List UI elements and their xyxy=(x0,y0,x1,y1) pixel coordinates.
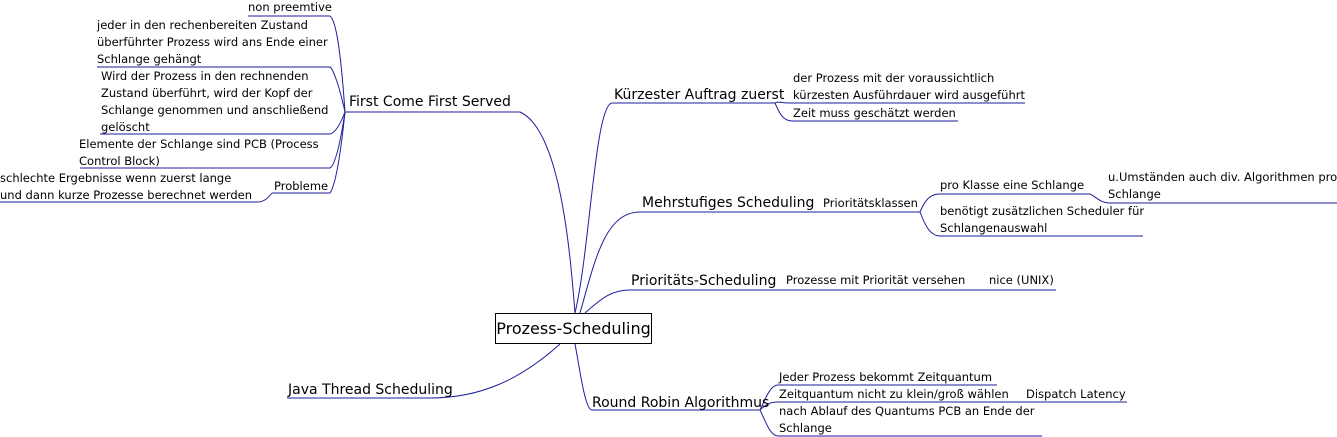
fcfs-note-pcb[interactable]: Elemente der Schlange sind PCB (Process … xyxy=(79,137,319,168)
round-robin-node[interactable]: Round Robin Algorithmus xyxy=(592,395,770,411)
root-node[interactable]: Prozess-Scheduling xyxy=(495,313,652,344)
nice-unix-note[interactable]: nice (UNIX) xyxy=(989,273,1054,287)
priority-scheduling-node[interactable]: Prioritäts-Scheduling xyxy=(631,273,777,289)
priority-note[interactable]: Prozesse mit Priorität versehen xyxy=(786,273,966,287)
dispatch-latency-note[interactable]: Dispatch Latency xyxy=(1026,387,1126,401)
per-class-algorithms-note[interactable]: u.Umständen auch div. Algorithmen pro Sc… xyxy=(1108,170,1337,201)
per-class-queue-node[interactable]: pro Klasse eine Schlange xyxy=(940,178,1085,192)
fcfs-note-running[interactable]: Wird der Prozess in den rechnenden Zusta… xyxy=(101,69,329,134)
fcfs-problems-note[interactable]: schlechte Ergebnisse wenn zuerst lange u… xyxy=(0,171,253,202)
rr-note-pcb-end[interactable]: nach Ablauf des Quantums PCB an Ende der… xyxy=(779,404,1035,435)
shortest-note-estimate[interactable]: Zeit muss geschätzt werden xyxy=(793,106,956,120)
fcfs-note-ready-queue[interactable]: jeder in den rechenbereiten Zustand über… xyxy=(97,18,328,66)
shortest-node[interactable]: Kürzester Auftrag zuerst xyxy=(614,87,785,103)
rr-note-size[interactable]: Zeitquantum nicht zu klein/groß wählen xyxy=(779,387,1009,401)
fcfs-node[interactable]: First Come First Served xyxy=(349,94,511,110)
priority-classes-node[interactable]: Prioritätsklassen xyxy=(823,196,918,210)
rr-note-quantum[interactable]: Jeder Prozess bekommt Zeitquantum xyxy=(779,370,993,384)
queue-selection-scheduler-note[interactable]: benötigt zusätzlichen Scheduler für Schl… xyxy=(940,204,1145,235)
fcfs-note-non-preemptive[interactable]: non preemtive xyxy=(248,0,332,14)
multilevel-node[interactable]: Mehrstufiges Scheduling xyxy=(642,195,815,211)
shortest-note-duration[interactable]: der Prozess mit der voraussichtlich kürz… xyxy=(793,71,1025,102)
java-node[interactable]: Java Thread Scheduling xyxy=(288,382,453,398)
fcfs-problems-node[interactable]: Probleme xyxy=(274,179,329,193)
